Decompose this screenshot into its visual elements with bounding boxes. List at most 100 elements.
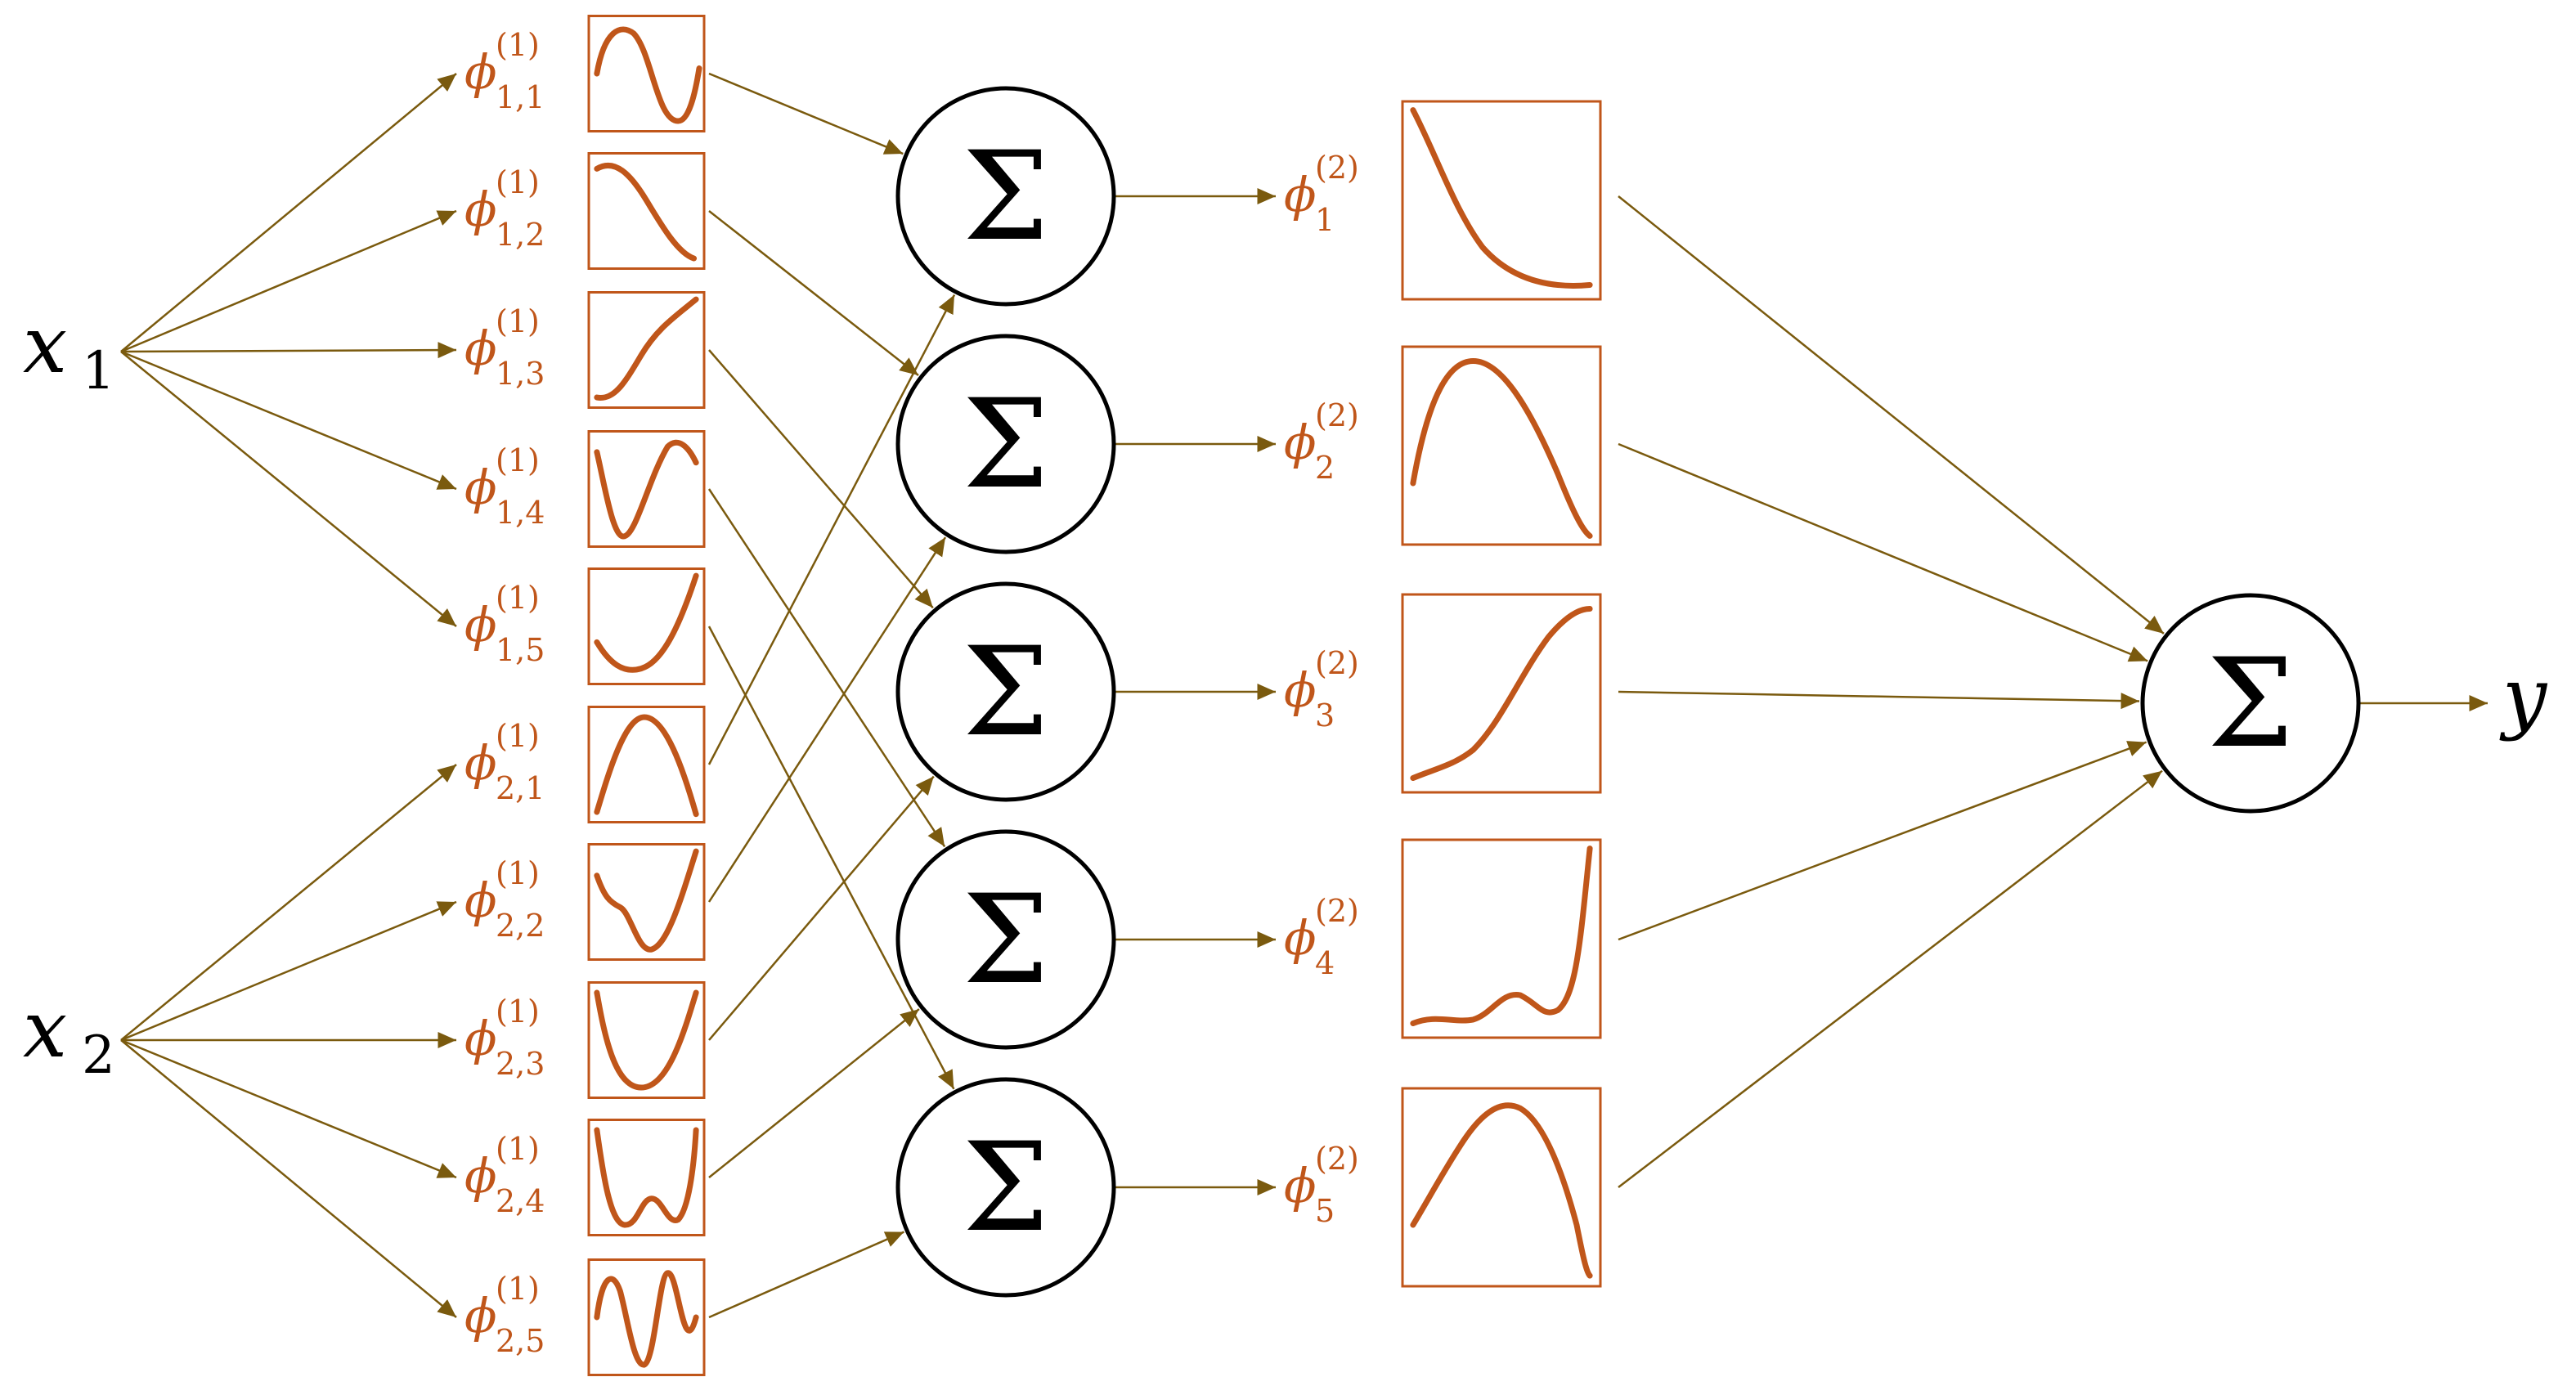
function-curve xyxy=(1413,1106,1590,1276)
function-curve xyxy=(597,442,696,536)
function-curve xyxy=(1413,849,1590,1024)
function-curve xyxy=(597,1130,696,1225)
sum-symbol: Σ xyxy=(963,869,1049,1011)
function-label: ϕ(1) 1,5 xyxy=(464,580,545,668)
sum-symbol: Σ xyxy=(963,374,1049,516)
function-label: ϕ(2)5 xyxy=(1284,1141,1359,1229)
phi-symbol: ϕ xyxy=(464,597,497,653)
phi-subscript: 2,5 xyxy=(496,1323,545,1359)
phi-superscript: (2) xyxy=(1315,645,1359,681)
phi-superscript: (1) xyxy=(496,303,540,339)
edge-phi2-to-output-sum xyxy=(1618,442,2148,662)
phi-superscript: (1) xyxy=(496,994,540,1029)
function-box-frame xyxy=(1401,593,1602,794)
phi-subscript: 1,5 xyxy=(496,632,545,668)
sum-circle xyxy=(895,334,1116,554)
output-sum-node: Σ xyxy=(2140,593,2361,814)
function-curve xyxy=(597,993,696,1088)
phi1-box-1-3 xyxy=(587,291,706,409)
phi-subscript: 1,3 xyxy=(496,356,545,392)
phi-symbol: ϕ xyxy=(464,182,497,237)
edge-phi2-to-output-sum xyxy=(1618,690,2140,710)
sum-circle xyxy=(2140,593,2361,814)
phi-superscript: (1) xyxy=(496,164,540,200)
phi2-box-2 xyxy=(1401,345,1602,546)
phi-subscript: 3 xyxy=(1315,697,1335,733)
phi-symbol: ϕ xyxy=(1284,167,1317,222)
phi-subscript: 2 xyxy=(1315,450,1335,486)
phi-superscript: (2) xyxy=(1315,1141,1359,1177)
phi1-box-2-1 xyxy=(587,706,706,823)
edge-input-to-phi1 xyxy=(120,209,457,353)
edge-phi1-to-sum xyxy=(707,294,956,765)
edge-phi1-to-sum xyxy=(708,775,935,1041)
phi-subscript: 2,1 xyxy=(496,770,545,806)
function-curve xyxy=(1413,361,1590,536)
function-box-frame xyxy=(587,843,706,961)
input-node-x2: x 2 xyxy=(23,984,115,1086)
function-box-frame xyxy=(587,152,706,270)
phi-superscript: (1) xyxy=(496,580,540,616)
edge-phi1-to-sum xyxy=(708,1008,920,1178)
edge-phi1-to-sum xyxy=(707,488,946,848)
phi-symbol: ϕ xyxy=(1284,662,1317,718)
phi2-box-1 xyxy=(1401,100,1602,301)
sum-circle xyxy=(895,581,1116,802)
phi2-box-3 xyxy=(1401,593,1602,794)
function-label: ϕ(2) 3 xyxy=(1284,645,1359,733)
edge-input-to-phi1 xyxy=(120,342,457,359)
input-x1-symbol: x xyxy=(23,299,67,391)
edge-phi1-to-sum xyxy=(708,1231,904,1319)
hidden-sum-node-4: Σ xyxy=(895,829,1116,1050)
function-curve xyxy=(1413,609,1590,778)
phi-symbol: ϕ xyxy=(464,1288,497,1343)
phi-superscript: (1) xyxy=(496,27,540,63)
phi-superscript: (1) xyxy=(496,442,540,478)
edge-input-to-phi1 xyxy=(120,350,457,491)
phi-subscript: 4 xyxy=(1315,945,1335,981)
function-label: ϕ(1)2,2 xyxy=(464,855,545,944)
sum-symbol: Σ xyxy=(2207,633,2294,775)
edge-phi1-to-sum xyxy=(708,210,919,376)
phi-subscript: 1,2 xyxy=(496,217,545,253)
edge-phi2-to-output-sum xyxy=(1618,741,2147,941)
function-label: ϕ(1)1,1 xyxy=(464,27,545,115)
edges-layer xyxy=(120,72,2488,1319)
input-x2-subscript: 2 xyxy=(82,1025,115,1086)
function-curve xyxy=(597,299,696,397)
input-node-x1: x 1 xyxy=(23,299,115,401)
function-curve xyxy=(1413,110,1590,286)
hidden-sum-node-1: Σ xyxy=(895,86,1116,307)
phi-symbol: ϕ xyxy=(1284,1158,1317,1213)
phi-symbol: ϕ xyxy=(1284,415,1317,470)
function-label: ϕ(1) 1,2 xyxy=(464,164,545,253)
edge-phi2-to-output-sum xyxy=(1618,195,2165,635)
edge-input-to-phi1 xyxy=(120,764,457,1041)
function-label: ϕ(1)2,4 xyxy=(464,1131,545,1219)
function-curve xyxy=(597,29,699,121)
phi1-box-2-2 xyxy=(587,843,706,961)
phi-superscript: (1) xyxy=(496,1131,540,1167)
function-curve xyxy=(597,576,696,670)
phi-superscript: (2) xyxy=(1315,397,1359,433)
edge-input-to-phi1 xyxy=(120,1039,457,1318)
function-box-frame xyxy=(1401,100,1602,301)
input-x1-subscript: 1 xyxy=(82,341,115,401)
hidden-sum-node-2: Σ xyxy=(895,334,1116,554)
sum-circle xyxy=(895,1077,1116,1298)
function-label: ϕ(1) 2,3 xyxy=(464,994,545,1082)
edge-phi1-to-sum xyxy=(708,349,934,609)
phi-symbol: ϕ xyxy=(464,1011,497,1066)
hidden-sum-node-3: Σ xyxy=(895,581,1116,802)
function-label: ϕ(2)4 xyxy=(1284,893,1359,981)
phi-subscript: 2,3 xyxy=(496,1046,545,1082)
function-box-frame xyxy=(587,1119,706,1236)
phi-symbol: ϕ xyxy=(464,44,497,100)
function-label: ϕ(1)1,4 xyxy=(464,442,545,531)
phi-symbol: ϕ xyxy=(1284,910,1317,966)
phi-subscript: 2,2 xyxy=(496,908,545,944)
phi-superscript: (2) xyxy=(1315,150,1359,186)
function-curve xyxy=(597,165,694,258)
function-curve xyxy=(597,717,696,814)
function-boxes-layer: ϕ(1)1,1ϕ(1)1,2ϕ(1)1,3ϕ(1)1,4ϕ(1)1,5ϕ(1)2… xyxy=(464,15,1602,1376)
